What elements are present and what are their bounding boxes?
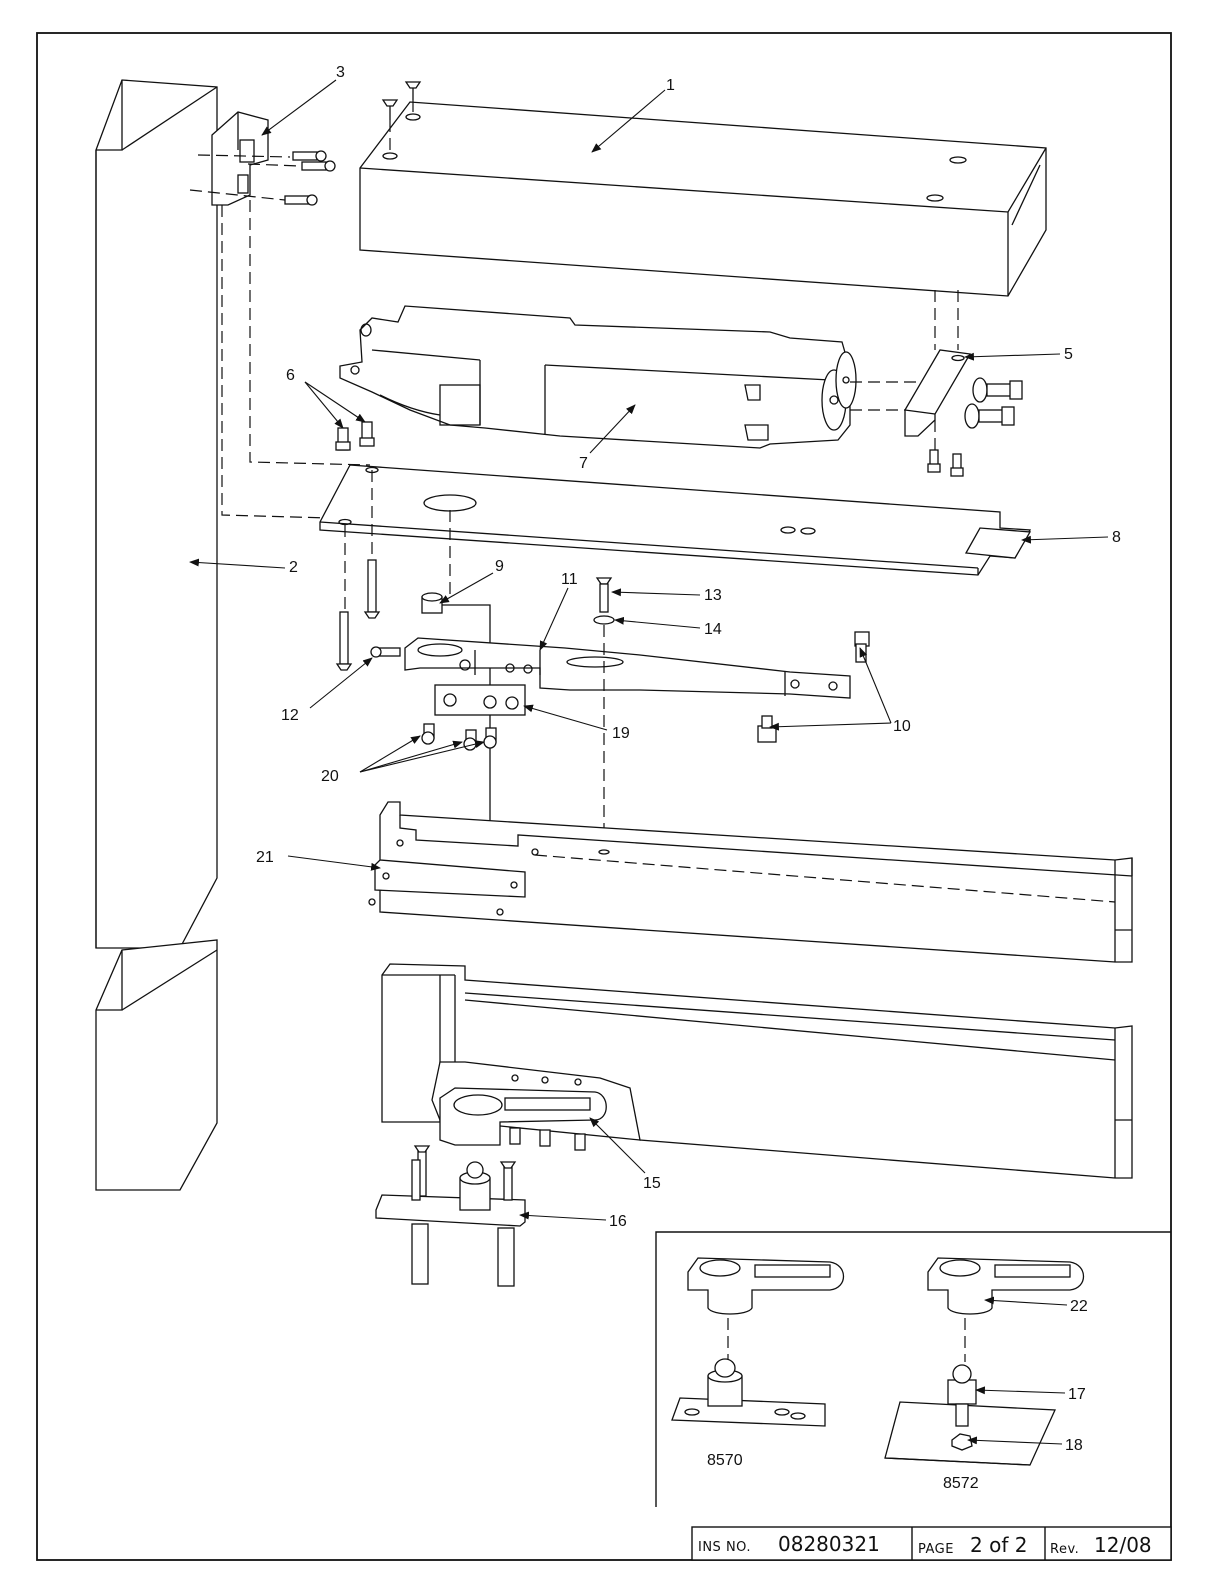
lower-door-rail-part [382,964,1132,1178]
model-label-right: 8572 [943,1475,979,1492]
callout-21: 21 [256,849,274,866]
model-label-left: 8570 [707,1452,743,1469]
callout-10: 10 [893,718,911,735]
callout-6: 6 [286,367,295,384]
page-value: 2 of 2 [970,1533,1027,1557]
callout-11: 11 [561,571,578,588]
page-label: PAGE [918,1542,954,1557]
callout-2: 2 [289,559,298,576]
callout-15: 15 [643,1175,661,1192]
rev-label: Rev. [1050,1542,1079,1557]
ins-no-value: 08280321 [778,1532,880,1556]
callout-16: 16 [609,1213,627,1230]
callout-3: 3 [336,64,345,81]
callout-18: 18 [1065,1437,1083,1454]
callout-12: 12 [281,707,299,724]
floor-plate-part [376,1146,525,1286]
jamb-tube-part [96,80,217,1190]
bracket-alignment-line [250,200,370,465]
upper-door-rail-part [369,802,1132,962]
mounting-bracket-part [905,350,1022,476]
callout-14: 14 [704,621,722,638]
callout-20: 20 [321,768,339,785]
ins-no-label: INS NO. [698,1540,751,1555]
closer-body-part [336,306,922,450]
callout-22: 22 [1070,1298,1088,1315]
title-block: INS NO. 08280321 PAGE 2 of 2 Rev. 12/08 [692,1527,1171,1560]
callout-17: 17 [1068,1386,1086,1403]
callout-19: 19 [612,725,630,742]
callout-7: 7 [579,455,588,472]
callout-9: 9 [495,558,504,575]
callout-1: 1 [666,77,675,94]
jamb-alignment-line [222,205,330,518]
callout-8: 8 [1112,529,1121,546]
callout-13: 13 [704,587,722,604]
rev-value: 12/08 [1094,1533,1152,1557]
callout-5: 5 [1064,346,1073,363]
